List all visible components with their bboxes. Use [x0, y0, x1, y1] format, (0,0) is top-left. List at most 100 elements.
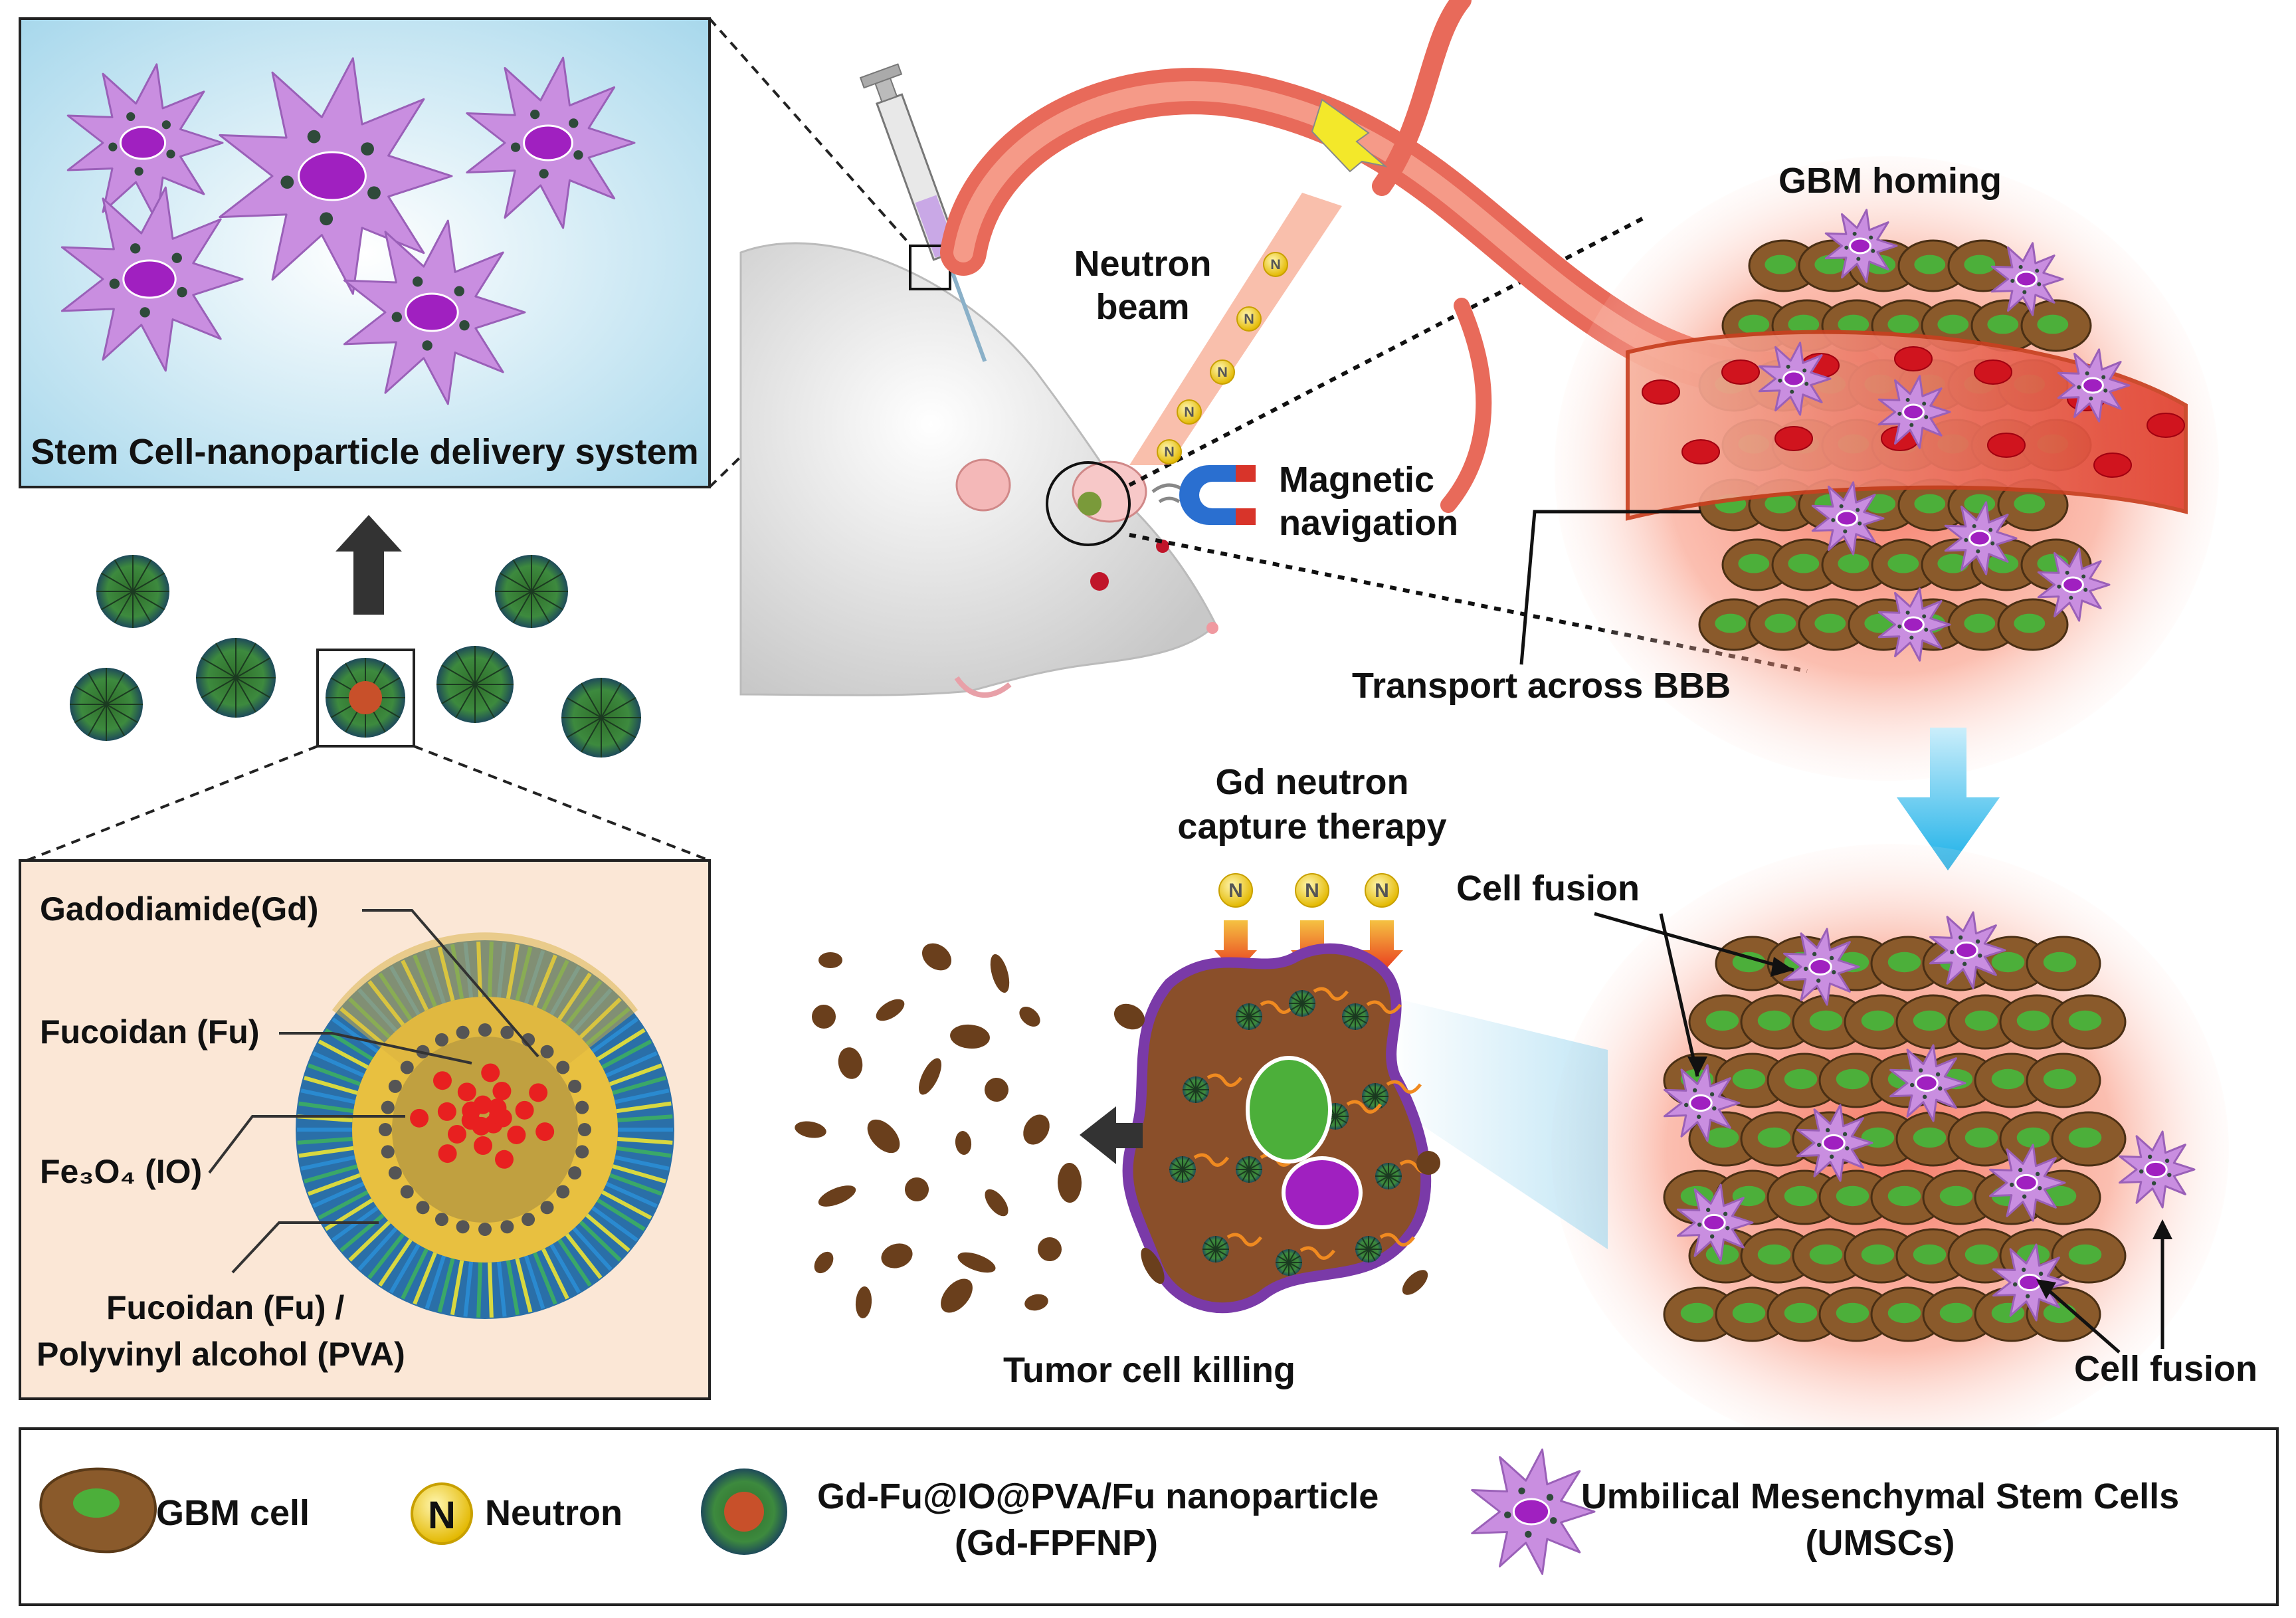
- stem-cell: [2119, 1130, 2196, 1209]
- gbm-cell: [1821, 538, 1893, 591]
- gbm-cell: [1922, 1286, 1998, 1342]
- label-fe3o4: Fe₃O₄ (IO): [40, 1153, 202, 1190]
- stem-cell: [219, 57, 453, 295]
- nanoparticle: [70, 668, 143, 741]
- stem-cell: [1877, 587, 1951, 662]
- nanoparticle: [1362, 1083, 1388, 1110]
- gbm-cell: [2020, 299, 2092, 352]
- gbm-cell: [1767, 1286, 1842, 1342]
- stem-cell: [60, 186, 244, 372]
- gbm-cell: [1748, 239, 1820, 292]
- gbm-cell: [1818, 1169, 1894, 1225]
- gbm-cell: [1792, 994, 1867, 1050]
- svg-text:N: N: [1164, 443, 1175, 460]
- nanoparticle: [1355, 1236, 1382, 1263]
- gbm-cell: [1870, 1169, 1946, 1225]
- svg-text:N: N: [1270, 256, 1281, 272]
- gbm-cell: [1792, 1228, 1867, 1284]
- svg-text:N: N: [1375, 880, 1389, 902]
- fused-target-cell: [1122, 943, 1435, 1314]
- stem-cell: [1990, 242, 2064, 316]
- up-arrow: [335, 515, 402, 615]
- svg-text:N: N: [1305, 880, 1319, 902]
- stem-cell: [1889, 1044, 1966, 1122]
- nanoparticle: [1375, 1163, 1402, 1189]
- stem-cell: [343, 219, 526, 405]
- down-arrow: [1897, 728, 2000, 870]
- neutron-icon: N: [1210, 359, 1235, 385]
- nanoparticle: [326, 658, 405, 738]
- gbm-cell: [1740, 1228, 1816, 1284]
- magnet-icon: [1151, 465, 1256, 525]
- gbm-cell: [2051, 994, 2127, 1050]
- cell-debris: [795, 943, 1440, 1318]
- svg-text:N: N: [1228, 880, 1243, 902]
- nanoparticle: [436, 646, 514, 723]
- gbm-cell: [1897, 239, 1969, 292]
- magnetic-label-1: Magnetic: [1279, 460, 1434, 500]
- gbm-cell: [1922, 1169, 1998, 1225]
- magnetic-label-2: navigation: [1279, 503, 1458, 543]
- neutron-icon: N: [1236, 306, 1262, 332]
- svg-text:N: N: [1184, 403, 1195, 420]
- cell-fusion-label-bottom: Cell fusion: [2074, 1349, 2257, 1389]
- stem-cell: [2057, 348, 2131, 423]
- stem-cell: [1989, 1144, 2066, 1222]
- gbm-cell: [1844, 1228, 1919, 1284]
- nanoparticle: [1342, 1003, 1369, 1030]
- stem-cell: [1796, 1104, 1873, 1182]
- stem-cell: [1783, 928, 1860, 1006]
- legend-np-2: (Gd-FPFNP): [955, 1523, 1158, 1563]
- gbm-cell: [1767, 1053, 1842, 1108]
- neutron-icon: N: [1218, 873, 1253, 908]
- legend-umsc-2: (UMSCs): [1806, 1523, 1955, 1563]
- legend-nanoparticle-icon: [701, 1468, 787, 1555]
- gdnct-label-2: capture therapy: [1177, 807, 1446, 847]
- stem-cell: [1811, 481, 1885, 556]
- stem-cell: [1992, 1243, 2069, 1322]
- gbm-cell: [1663, 1286, 1739, 1342]
- gbm-cell: [1974, 1053, 2050, 1108]
- gbm-cell: [1947, 239, 2019, 292]
- neutron-icon: N: [1263, 252, 1288, 277]
- cell-fusion-tumor: [1388, 844, 2229, 1455]
- left-arrow: [1080, 1106, 1143, 1164]
- gbm-cell: [2051, 1111, 2127, 1167]
- cell-fusion-label-top: Cell fusion: [1456, 868, 1640, 908]
- legend-umsc-icon: [1471, 1448, 1596, 1575]
- nanoparticle: [1276, 1249, 1302, 1276]
- stem-cell: [1944, 501, 2018, 575]
- gbm-homing-tumor: [1555, 156, 2219, 781]
- gbm-cell: [1871, 538, 1943, 591]
- legend: GBM cell N Neutron Gd-Fu@IO@PVA/Fu nanop…: [19, 1427, 2279, 1606]
- nanoparticle: [1236, 1156, 1262, 1183]
- legend-gbm-icon: [39, 1467, 157, 1554]
- bbb-label: Transport across BBB: [1352, 666, 1731, 706]
- nanoparticle-group: [70, 555, 641, 758]
- legend-umsc-cell: [1471, 1448, 1596, 1575]
- delivery-panel: Stem Cell-nanoparticle delivery system: [19, 17, 711, 488]
- gbm-homing-label: GBM homing: [1778, 161, 2002, 201]
- gbm-cell: [1999, 994, 2075, 1050]
- selected-nanoparticle-box: [316, 649, 415, 748]
- gbm-cell: [2026, 1053, 2101, 1108]
- svg-text:N: N: [1217, 363, 1228, 380]
- stem-cell: [1758, 342, 1832, 416]
- label-fu-pva-2: Polyvinyl alcohol (PVA): [37, 1336, 405, 1373]
- legend-neutron: Neutron: [485, 1493, 622, 1533]
- gdnct-label-1: Gd neutron: [1216, 762, 1409, 802]
- rat: [739, 242, 1218, 698]
- gbm-cell: [1870, 1286, 1946, 1342]
- legend-np-1: Gd-Fu@IO@PVA/Fu nanoparticle: [817, 1476, 1379, 1516]
- label-fucoidan: Fucoidan (Fu): [40, 1013, 260, 1051]
- nanoparticle-panel: Gadodiamide(Gd) Fucoidan (Fu) Fe₃O₄ (IO)…: [19, 859, 711, 1400]
- neutron-beam-label-2: beam: [1096, 287, 1189, 327]
- label-gadodiamide: Gadodiamide(Gd): [40, 890, 318, 928]
- stem-cell: [466, 56, 636, 229]
- nanoparticle: [1183, 1076, 1209, 1103]
- gbm-cell: [1997, 598, 2069, 651]
- stem-cell: [1824, 209, 1898, 283]
- gbm-cell: [1844, 994, 1919, 1050]
- svg-text:N: N: [428, 1494, 456, 1537]
- delivery-caption: Stem Cell-nanoparticle delivery system: [31, 432, 698, 472]
